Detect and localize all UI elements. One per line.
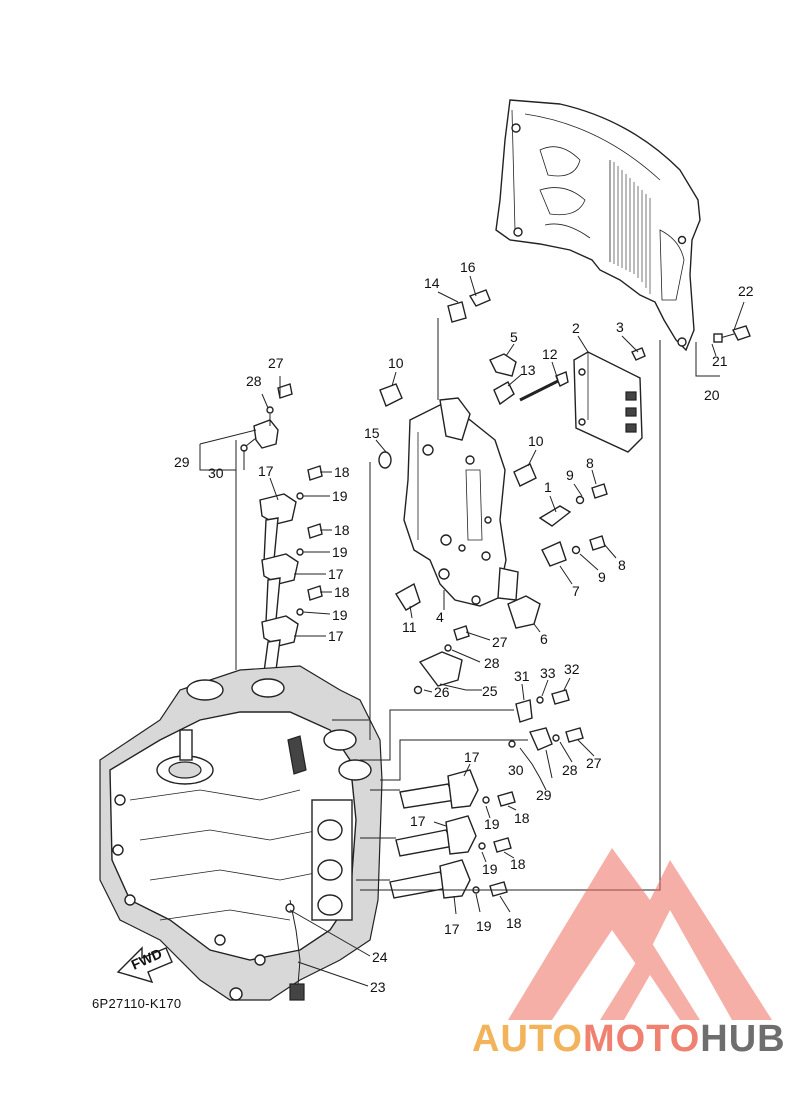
callout-17-l1: 17 (258, 463, 274, 479)
callout-21: 21 (712, 353, 728, 369)
callout-10-upper: 10 (388, 355, 404, 371)
fasteners (266, 289, 751, 743)
callout-24: 24 (372, 949, 388, 965)
callout-23: 23 (370, 979, 386, 995)
callout-7: 7 (572, 583, 580, 599)
callout-19-l3: 19 (332, 607, 348, 623)
callout-27-right: 27 (586, 755, 602, 771)
callout-19-r1: 19 (484, 816, 500, 832)
callout-8-upper: 8 (586, 455, 594, 471)
electrical-bracket-plate (403, 397, 519, 607)
harness-23-24 (285, 899, 305, 1001)
callout-28-left: 28 (246, 373, 262, 389)
callout-22: 22 (738, 283, 754, 299)
callout-17-l3: 17 (328, 628, 344, 644)
callout-18-l3: 18 (334, 584, 350, 600)
callout-17-r3: 17 (444, 921, 460, 937)
callout-20: 20 (704, 387, 720, 403)
callout-11: 11 (402, 619, 417, 635)
engine-block (99, 665, 383, 1001)
callout-13: 13 (520, 362, 536, 378)
fwd-arrow-icon: FWD (116, 945, 173, 984)
top-cover (495, 99, 701, 352)
callout-27-left: 27 (268, 355, 284, 371)
callout-17-r1: 17 (464, 749, 480, 765)
callout-29-left: 29 (174, 454, 190, 470)
callout-10-lower: 10 (528, 433, 544, 449)
sensor-upper (240, 419, 279, 452)
callout-18-l2: 18 (334, 522, 350, 538)
callout-2: 2 (572, 320, 580, 336)
callout-28-right: 28 (562, 762, 578, 778)
callout-4: 4 (436, 609, 444, 625)
callout-12: 12 (542, 346, 558, 362)
sensor-lower (508, 727, 553, 751)
callout-31: 31 (514, 668, 530, 684)
callout-19-r3: 19 (476, 918, 492, 934)
callout-28-mid: 28 (484, 655, 500, 671)
callout-9-lower: 9 (598, 569, 606, 585)
callout-18-r1: 18 (514, 810, 530, 826)
callout-26: 26 (434, 684, 450, 700)
callout-19-r2: 19 (482, 861, 498, 877)
brand-part-auto: AUTO (472, 1018, 583, 1060)
callout-8-lower: 8 (618, 557, 626, 573)
callout-27-mid: 27 (492, 634, 508, 650)
callout-15: 15 (364, 425, 380, 441)
callout-5: 5 (510, 329, 518, 345)
callout-3: 3 (616, 319, 624, 335)
callout-6: 6 (540, 631, 548, 647)
callout-16: 16 (460, 259, 476, 275)
callout-30-right: 30 (508, 762, 524, 778)
sensor-25 (413, 651, 463, 695)
ignition-coils-right (389, 769, 516, 899)
callout-1: 1 (544, 479, 552, 495)
brand-part-hub: HUB (700, 1018, 786, 1060)
control-unit-ecm (573, 351, 643, 453)
callout-30-left: 30 (208, 465, 224, 481)
callout-numbers: 2 3 22 21 20 16 14 5 12 13 10 10 15 1 8 … (174, 259, 754, 995)
callout-18-r2: 18 (510, 856, 526, 872)
callout-25: 25 (482, 683, 498, 699)
callout-18-l1: 18 (334, 464, 350, 480)
callout-33: 33 (540, 665, 556, 681)
callout-18-r3: 18 (506, 915, 522, 931)
callout-32: 32 (564, 661, 580, 677)
callout-14: 14 (424, 275, 440, 291)
callout-19-l2: 19 (332, 544, 348, 560)
callout-29-right: 29 (536, 787, 552, 803)
brand-part-moto: MOTO (582, 1018, 701, 1060)
callout-17-r2: 17 (410, 813, 426, 829)
brand-watermark-text: AUTOMOTOHUB (472, 1018, 786, 1061)
callout-17-l2: 17 (328, 566, 344, 582)
part-code-label: 6P27110-K170 (92, 996, 182, 1011)
ignition-coils-left (259, 465, 323, 673)
callout-19-l1: 19 (332, 488, 348, 504)
callout-9-upper: 9 (566, 467, 574, 483)
